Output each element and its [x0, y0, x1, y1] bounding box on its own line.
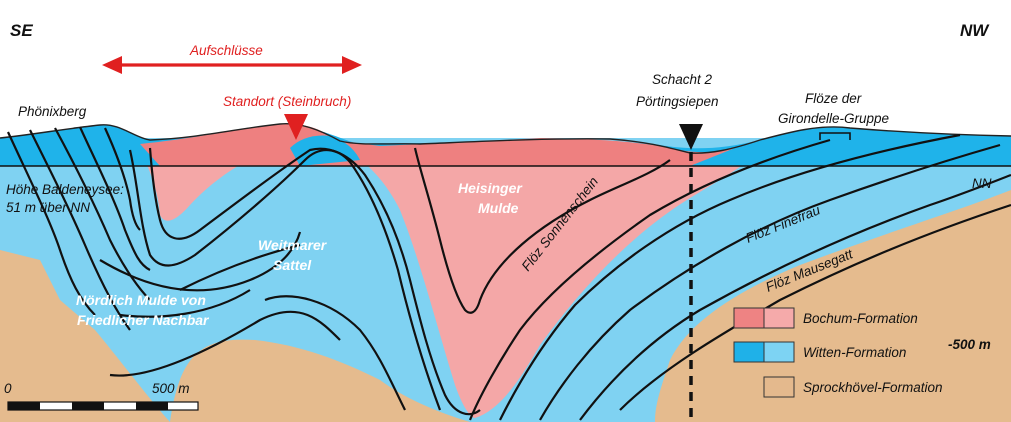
legend: Bochum-Formation Witten-Formation Sprock…: [733, 307, 943, 398]
label-floeze-1: Flöze der: [805, 91, 862, 106]
label-standort: Standort (Steinbruch): [223, 94, 351, 109]
label-baldeney-2: 51 m über NN: [6, 200, 90, 215]
sprockhoevel-bottom-lobe: [205, 388, 292, 422]
label-weitmarer-2: Sattel: [273, 257, 312, 273]
label-baldeney-1: Höhe Baldeneysee:: [6, 182, 124, 197]
label-heisinger-1: Heisinger: [458, 180, 523, 196]
girondelle-bracket: [819, 132, 851, 140]
surface-bochum-band: [140, 123, 735, 166]
shaft-marker-icon: [679, 124, 703, 150]
legend-swatch-bochum-dark: [733, 307, 765, 329]
aufschluesse-arrow-icon: [102, 56, 362, 74]
label-nn: NN: [972, 176, 992, 191]
direction-nw: NW: [960, 21, 990, 40]
bochum-formation-area: [140, 144, 760, 418]
legend-swatch-witten-light: [763, 341, 795, 363]
legend-label-sprockhoevel: Sprockhövel-Formation: [803, 380, 943, 395]
scale-bar: [7, 401, 199, 411]
label-schacht-2: Pörtingsiepen: [636, 94, 719, 109]
sprockhoevel-left-lobe: [0, 250, 170, 422]
label-weitmarer-1: Weitmarer: [258, 237, 328, 253]
label-noerdlich-2: Friedlicher Nachbar: [77, 312, 210, 328]
label-minus-500: -500 m: [948, 337, 991, 352]
label-floeze-2: Girondelle-Gruppe: [778, 111, 889, 126]
legend-swatch-sprockhoevel: [763, 376, 795, 398]
legend-label-bochum: Bochum-Formation: [803, 311, 918, 326]
legend-label-witten: Witten-Formation: [803, 345, 906, 360]
scale-end-label: 500 m: [152, 381, 190, 396]
label-aufschluesse: Aufschlüsse: [189, 43, 263, 58]
label-schacht-1: Schacht 2: [652, 72, 713, 87]
legend-swatch-witten-dark: [733, 341, 765, 363]
coal-seam-lines: [7, 126, 1011, 421]
scale-start-label: 0: [4, 381, 12, 396]
topographic-surface-line: [0, 122, 1011, 154]
standort-marker-icon: [284, 114, 308, 140]
label-heisinger-2: Mulde: [478, 200, 519, 216]
direction-se: SE: [10, 21, 33, 40]
label-phoenixberg: Phönixberg: [18, 104, 87, 119]
legend-swatch-bochum-light: [763, 307, 795, 329]
label-noerdlich-1: Nördlich Mulde von: [76, 292, 206, 308]
